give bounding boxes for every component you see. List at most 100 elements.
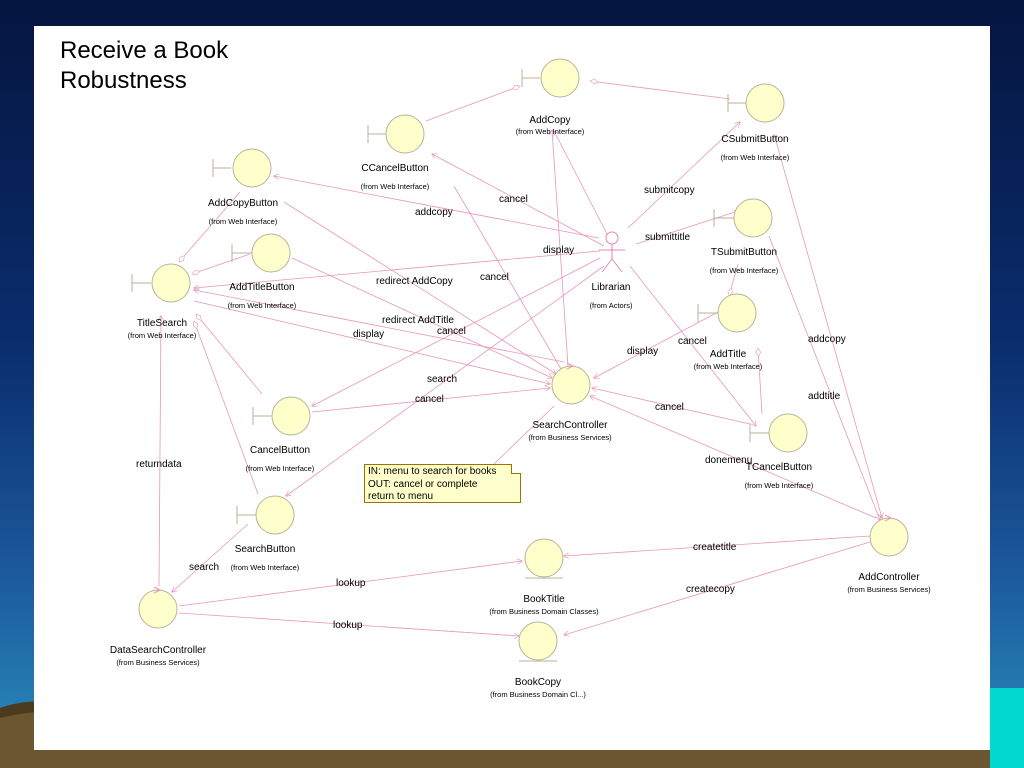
conn-librarian-csubmit	[627, 122, 740, 229]
label-cancel-6: cancel	[655, 402, 684, 413]
element-titlesearch[interactable]: TitleSearch (from Web Interface)	[128, 263, 197, 340]
conn-ccancel-addcopy	[425, 84, 521, 122]
element-ccancelbutton[interactable]: CCancelButton (from Web Interface)	[361, 114, 430, 191]
element-searchbutton[interactable]: SearchButton (from Web Interface)	[231, 495, 300, 572]
element-source: (from Web Interface)	[228, 301, 297, 310]
conn-librarian-tsubmit	[635, 211, 738, 245]
label-display-2: display	[353, 329, 384, 340]
label-cancel-2: cancel	[480, 272, 509, 283]
control-icon	[869, 514, 909, 557]
conn-librarian-addcopybutton	[274, 176, 600, 239]
element-name: AddTitle	[710, 349, 747, 360]
label-cancel-3: cancel	[437, 326, 466, 337]
entity-icon	[524, 538, 564, 579]
element-librarian[interactable]: Librarian (from Actors)	[590, 231, 633, 310]
conn-addcontroller-bookcopy	[564, 541, 871, 635]
element-bookcopy[interactable]: BookCopy (from Business Domain Cl...)	[490, 621, 586, 699]
conn-datasearch-titlesearch	[159, 316, 161, 587]
conn-addcontroller-searchctl	[590, 396, 877, 519]
conn-cancelbutton-titlesearch	[195, 313, 263, 395]
conn-addcopybutton-searchctl	[283, 201, 556, 374]
conn-searchctl-titlesearch-display	[194, 290, 565, 363]
label-createtitle: createtitle	[693, 542, 737, 553]
element-name: CCancelButton	[361, 163, 428, 174]
element-name: DataSearchController	[110, 645, 207, 656]
conn-tcancel-searchctl	[592, 388, 751, 425]
element-addcopybutton[interactable]: AddCopyButton (from Web Interface)	[208, 148, 278, 226]
element-booktitle[interactable]: BookTitle (from Business Domain Classes)	[489, 538, 599, 616]
connectors	[159, 78, 882, 636]
element-source: (from Web Interface)	[246, 464, 315, 473]
element-name: AddTitleButton	[229, 282, 294, 293]
element-tcancelbutton[interactable]: TCancelButton (from Web Interface)	[745, 413, 814, 490]
element-source: (from Web Interface)	[231, 563, 300, 572]
label-cancel-4: cancel	[678, 336, 707, 347]
note-line-2: OUT: cancel or complete	[368, 478, 478, 490]
element-tsubmitbutton[interactable]: TSubmitButton (from Web Interface)	[710, 198, 779, 275]
boundary-icon	[131, 263, 191, 303]
element-source: (from Web Interface)	[721, 153, 790, 162]
element-name: BookTitle	[523, 594, 565, 605]
conn-addcontroller-booktitle	[564, 535, 871, 556]
label-submittitle: submittitle	[645, 232, 690, 243]
element-addcopy[interactable]: AddCopy (from Web Interface)	[516, 58, 585, 136]
element-csubmitbutton[interactable]: CSubmitButton (from Web Interface)	[721, 83, 790, 162]
label-display-3: display	[627, 346, 658, 357]
conn-tcancel-addtitle	[755, 347, 763, 415]
slide-title: Receive a Book Robustness	[60, 36, 228, 96]
boundary-icon	[231, 233, 291, 273]
label-search-2: search	[189, 562, 219, 573]
element-cancelbutton[interactable]: CancelButton (from Web Interface)	[246, 396, 315, 473]
conn-addtitlebutton-titlesearch	[191, 253, 251, 276]
conn-searchctl-addcopy	[552, 130, 569, 367]
boundary-icon	[713, 198, 773, 238]
element-source: (from Web Interface)	[694, 362, 763, 371]
element-name: SearchController	[532, 420, 608, 431]
element-source: (from Web Interface)	[361, 182, 430, 191]
conn-librarian-searchbutton	[286, 265, 605, 496]
elements: AddCopy (from Web Interface) CSubmitButt…	[110, 58, 931, 699]
element-source: (from Business Domain Cl...)	[490, 690, 586, 699]
element-name: Librarian	[592, 282, 631, 293]
conn-csubmit-addcontroller	[773, 133, 882, 518]
slide-title-line-2: Robustness	[60, 67, 187, 94]
slide-canvas: Receive a Book Robustness	[34, 26, 990, 750]
label-search-1: search	[427, 374, 457, 385]
conn-searchctl-note	[493, 405, 555, 465]
boundary-icon	[252, 396, 311, 436]
element-source: (from Web Interface)	[516, 127, 585, 136]
conn-librarian-cancelbutton	[312, 257, 601, 406]
conn-librarian-titlesearch	[194, 250, 601, 288]
element-addtitle[interactable]: AddTitle (from Web Interface)	[694, 293, 763, 371]
boundary-icon	[236, 495, 295, 535]
label-donemenu: donemenu	[705, 455, 752, 466]
conn-librarian-ccancel	[432, 154, 605, 247]
element-source: (from Actors)	[590, 301, 633, 310]
conn-librarian-addcopy	[554, 131, 609, 237]
conn-csubmit-addcopy	[589, 78, 731, 100]
note-box[interactable]: IN: menu to search for books OUT: cancel…	[364, 464, 521, 503]
conn-tsubmit-addtitle	[727, 263, 739, 297]
conn-datasearch-bookcopy	[178, 612, 519, 636]
label-cancel-5: cancel	[415, 394, 444, 405]
boundary-icon	[367, 114, 425, 154]
element-name: TCancelButton	[746, 462, 812, 473]
element-source: (from Web Interface)	[710, 266, 779, 275]
element-searchcontroller[interactable]: SearchController (from Business Services…	[528, 362, 612, 442]
element-addcontroller[interactable]: AddController (from Business Services)	[847, 514, 931, 594]
conn-librarian-tcancel	[629, 265, 756, 426]
element-source: (from Business Services)	[528, 433, 612, 442]
conn-cancelbutton-searchctl	[311, 388, 550, 413]
element-source: (from Business Domain Classes)	[489, 607, 599, 616]
entity-icon	[518, 621, 558, 662]
boundary-icon	[749, 413, 808, 453]
element-datasearchcontroller[interactable]: DataSearchController (from Business Serv…	[110, 586, 207, 667]
element-name: AddCopyButton	[208, 198, 278, 209]
label-addcopy-2: addcopy	[808, 334, 846, 345]
label-createcopy: createcopy	[686, 584, 735, 595]
boundary-icon	[212, 148, 272, 188]
connector-labels: cancel addcopy submitcopy submittitle di…	[136, 185, 846, 631]
control-icon	[138, 586, 178, 629]
robustness-diagram: cancel addcopy submitcopy submittitle di…	[110, 58, 931, 699]
element-addtitlebutton[interactable]: AddTitleButton (from Web Interface)	[228, 233, 297, 310]
